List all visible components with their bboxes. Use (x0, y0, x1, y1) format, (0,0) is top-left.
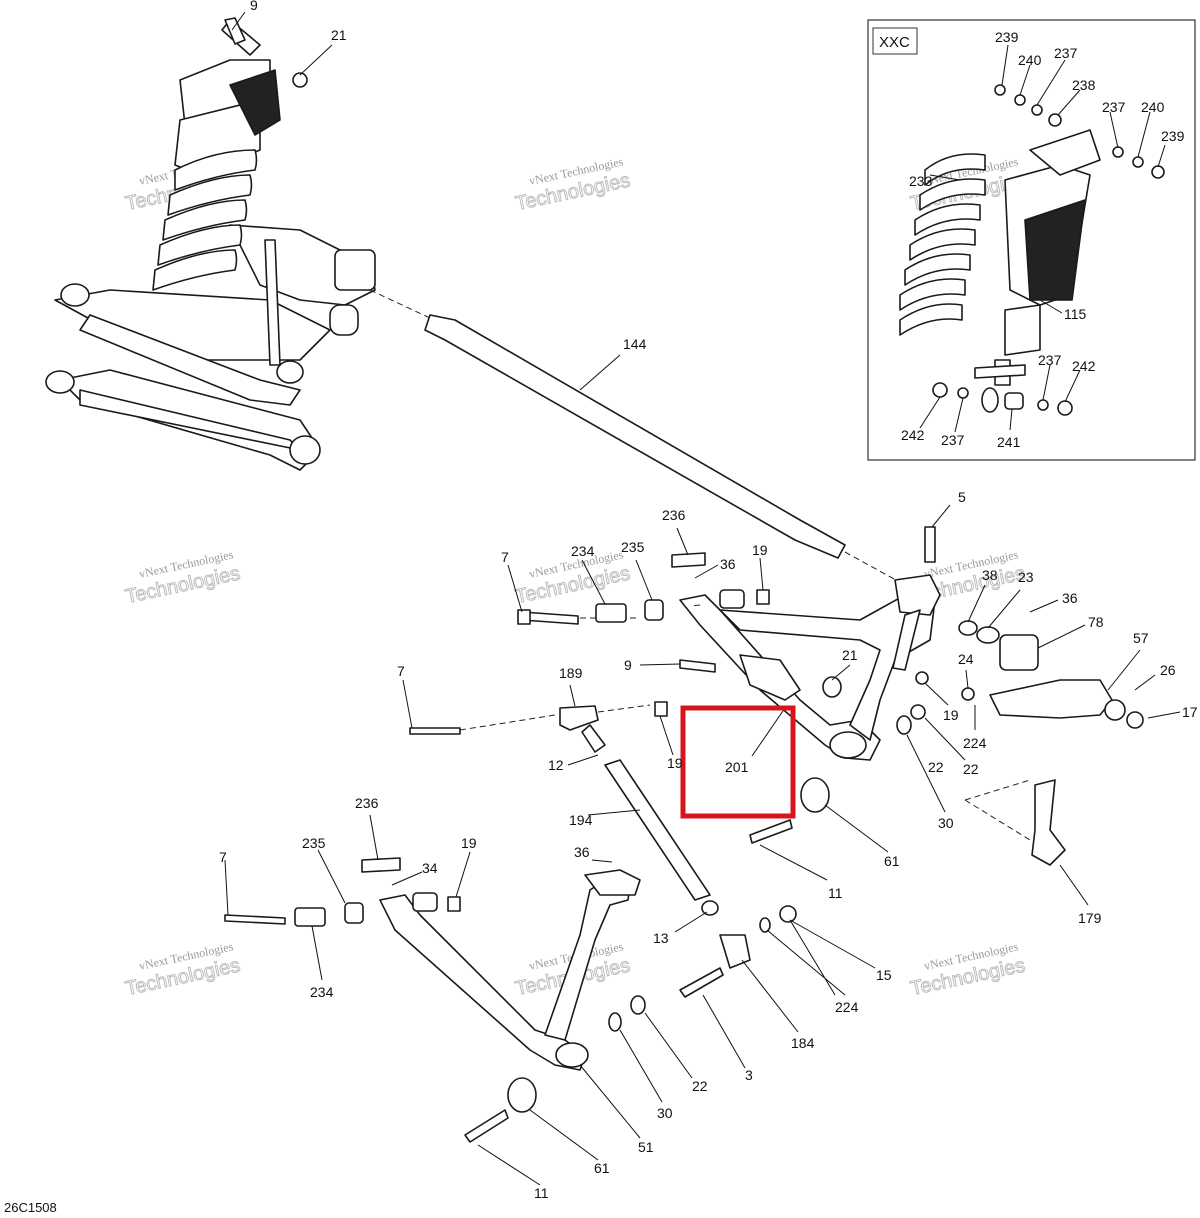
callout-label: 34 (422, 860, 438, 876)
callout-label: 9 (250, 0, 258, 13)
callout-label: 239 (995, 29, 1019, 45)
callout-label: 189 (559, 665, 583, 681)
callout-label: 238 (1072, 77, 1096, 93)
callout-label: 36 (1062, 590, 1078, 606)
inset-frame (867, 19, 1196, 461)
callout-label: 224 (835, 999, 859, 1015)
callout-label: 241 (997, 434, 1021, 450)
callout-label: 234 (310, 984, 334, 1000)
callout-label: 36 (574, 844, 590, 860)
callout-label: 15 (876, 967, 892, 983)
callout-label: 21 (331, 27, 347, 43)
callout-label: 61 (594, 1160, 610, 1176)
callout-label: 17 (1182, 704, 1198, 720)
callout-label: 11 (828, 885, 843, 901)
drive-shaft (369, 289, 906, 586)
callout-label: 9 (624, 657, 632, 673)
callout-label: 26 (1160, 662, 1176, 678)
callout-label: 3 (745, 1067, 753, 1083)
callout-label: 234 (571, 543, 595, 559)
callout-label: 240 (1018, 52, 1042, 68)
callout-label: 19 (943, 707, 959, 723)
callout-label: 240 (1141, 99, 1165, 115)
callout-label: 194 (569, 812, 593, 828)
callout-label: 224 (963, 735, 987, 751)
callout-label: 5 (958, 489, 966, 505)
callout-label: 237 (1102, 99, 1126, 115)
callout-label: 201 (725, 759, 749, 775)
callout-label: 51 (638, 1139, 654, 1155)
callout-label: 19 (752, 542, 768, 558)
callout-label: 78 (1088, 614, 1104, 630)
hardware-parts (224, 17, 1144, 1143)
callout-label: 7 (397, 663, 405, 679)
callout-label: 22 (963, 761, 979, 777)
callout-label: 237 (1054, 45, 1078, 61)
inset-xxc: XXC (867, 19, 1196, 461)
callout-label: 36 (720, 556, 736, 572)
callout-label: 61 (884, 853, 900, 869)
inset-tag (872, 27, 918, 55)
inset-label: XXC (879, 34, 910, 51)
callout-label: 30 (938, 815, 954, 831)
assembled-suspension (45, 19, 376, 471)
callout-label: 237 (941, 432, 965, 448)
callout-label: 242 (1072, 358, 1096, 374)
callout-label: 239 (1161, 128, 1185, 144)
callout-label: 7 (219, 849, 227, 865)
highlight-box (680, 705, 796, 819)
callout-label: 22 (928, 759, 944, 775)
diagram-reference-code: 26C1508 (4, 1200, 57, 1215)
callout-label: 242 (901, 427, 925, 443)
callout-label: 21 (842, 647, 858, 663)
callout-label: 57 (1133, 630, 1149, 646)
callout-label: 179 (1078, 910, 1102, 926)
callout-label: 12 (548, 757, 564, 773)
callout-label: 236 (355, 795, 379, 811)
callout-label: 115 (1064, 306, 1087, 322)
callout-label: 144 (623, 336, 647, 352)
callout-labels: 9 21 144 5 7 234 235 236 36 19 38 23 36 … (219, 0, 1198, 1201)
callout-label: 233 (909, 173, 933, 189)
upper-a-arm (679, 574, 941, 761)
callout-label: 19 (461, 835, 477, 851)
callout-label: 22 (692, 1078, 708, 1094)
callout-label: 237 (1038, 352, 1062, 368)
callout-label: 13 (653, 930, 669, 946)
callout-label: 235 (621, 539, 645, 555)
callout-label: 184 (791, 1035, 815, 1051)
callout-label: 38 (982, 567, 998, 583)
callout-label: 7 (501, 549, 509, 565)
lower-a-arm (379, 869, 641, 1071)
callout-label: 19 (667, 755, 683, 771)
callout-label: 23 (1018, 569, 1034, 585)
callout-label: 235 (302, 835, 326, 851)
leader-lines (224, 11, 1181, 1186)
callout-label: 24 (958, 651, 974, 667)
callout-label: 30 (657, 1105, 673, 1121)
callout-label: 11 (534, 1185, 549, 1201)
callout-label: 236 (662, 507, 686, 523)
